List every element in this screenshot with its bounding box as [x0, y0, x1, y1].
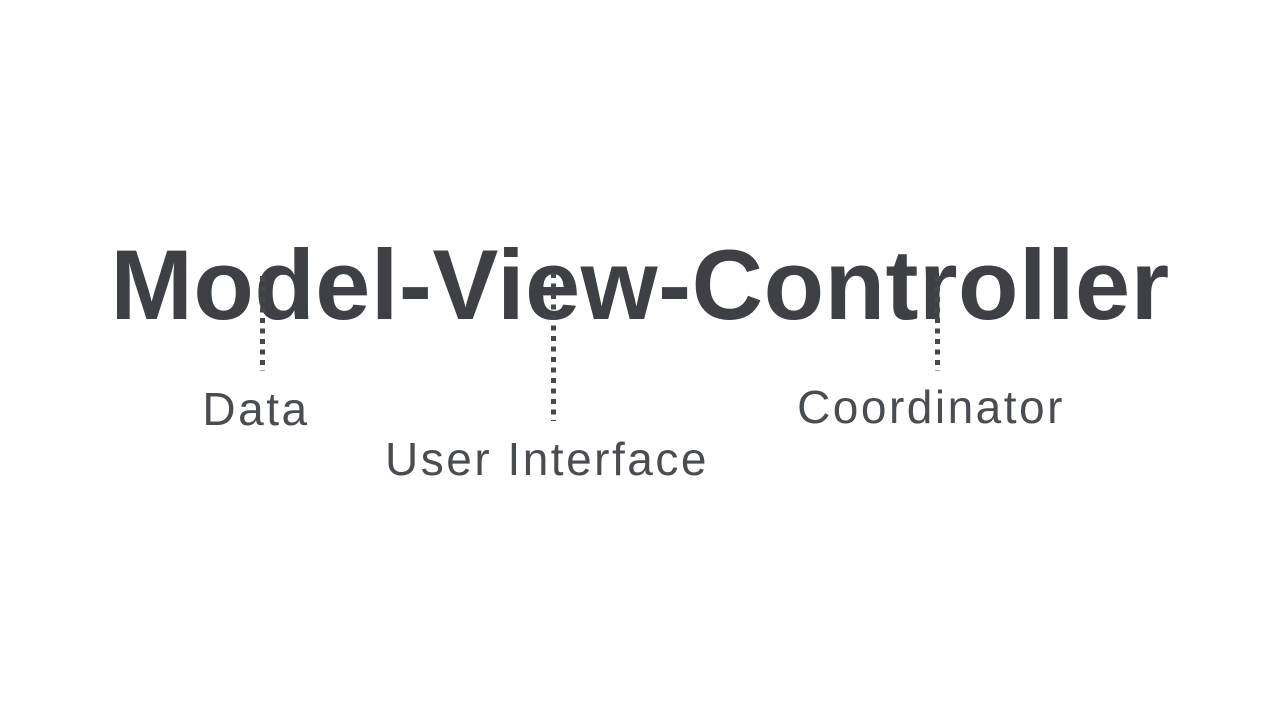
annotation-label-controller: Coordinator	[797, 381, 1065, 433]
dotted-connector-model	[260, 276, 265, 371]
slide-title: Model-View-Controller	[110, 229, 1170, 341]
annotation-label-view: User Interface	[385, 433, 709, 485]
dotted-connector-view	[551, 273, 556, 421]
annotation-label-model: Data	[202, 383, 310, 435]
dotted-connector-controller	[935, 276, 940, 371]
